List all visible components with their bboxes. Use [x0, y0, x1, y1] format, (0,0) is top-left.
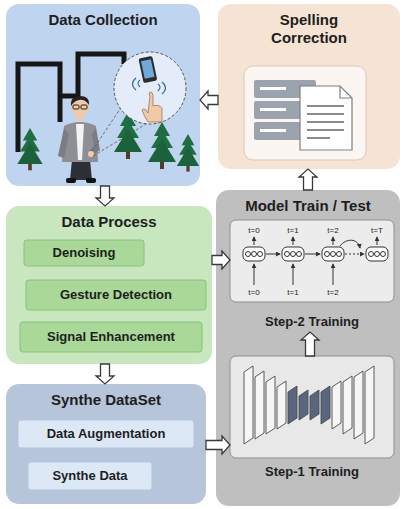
- panel-shape: [6, 384, 206, 504]
- stage-panel: Data Collection: [6, 4, 200, 186]
- time-step-label: t=1: [287, 288, 298, 297]
- cnn-layer: [365, 366, 374, 444]
- time-step-label: t=T: [371, 226, 383, 235]
- time-step-label: t=2: [327, 226, 338, 235]
- cnn-layer: [310, 390, 319, 420]
- cnn-layer: [266, 376, 275, 434]
- cnn-layer: [332, 381, 341, 429]
- rnn-illustration: [243, 237, 388, 285]
- step-label: Step-1 Training: [265, 464, 359, 482]
- panel-shape: [218, 4, 400, 169]
- training-step: Step-2 Training: [230, 220, 394, 332]
- panel-shape: [6, 206, 212, 364]
- training-step: Step-1 Training: [230, 356, 394, 482]
- time-step-label: t=1: [287, 226, 298, 235]
- panel-title: Data Collection: [6, 4, 200, 29]
- cnn-layer: [244, 366, 253, 444]
- panel-title: Spelling Correction: [249, 4, 369, 47]
- cnn-layer: [277, 381, 286, 429]
- flow-arrow: [212, 251, 230, 269]
- stage-panel: Synthe DataSetData AugmentationSynthe Da…: [6, 384, 206, 504]
- time-step-label: t=0: [248, 288, 259, 297]
- box-shape: [230, 220, 394, 302]
- panel-title: Synthe DataSet: [6, 384, 206, 409]
- box-shape: [24, 240, 144, 266]
- box-label: Signal Enhancement: [47, 329, 175, 345]
- flow-arrow: [299, 169, 317, 190]
- panel-title: Data Process: [6, 206, 212, 231]
- box-label: Denoising: [53, 245, 116, 261]
- flow-arrow: [96, 364, 114, 384]
- step-label: Step-2 Training: [265, 314, 359, 332]
- cnn-layer: [321, 386, 330, 424]
- cnn-layer: [288, 386, 297, 424]
- box-label: Data Augmentation: [47, 426, 166, 442]
- box-shape: [28, 462, 152, 490]
- stage-panel: Model Train / TestStep-2 TrainingStep-1 …: [216, 190, 400, 506]
- dataset-box: Synthe Data: [28, 462, 152, 490]
- box-shape: [18, 420, 194, 448]
- process-box: Gesture Detection: [26, 280, 206, 310]
- box-shape: [26, 280, 206, 310]
- box-label: Gesture Detection: [60, 287, 172, 303]
- dataset-box: Data Augmentation: [18, 420, 194, 448]
- panel-shape: [6, 4, 200, 186]
- box-label: Synthe Data: [52, 468, 127, 484]
- panel-title: Model Train / Test: [216, 190, 400, 215]
- box-shape: [230, 356, 394, 458]
- stage-panel: Spelling Correction: [218, 4, 400, 169]
- cnn-layer: [299, 390, 308, 420]
- flow-arrow: [301, 332, 319, 356]
- time-step-label: t=2: [327, 288, 338, 297]
- collection-scene: [17, 52, 199, 183]
- cnn-layer: [255, 371, 264, 439]
- box-shape: [20, 322, 202, 352]
- cnn-layer: [343, 376, 352, 434]
- cnn-illustration: [244, 366, 374, 444]
- process-box: Signal Enhancement: [20, 322, 202, 352]
- cnn-layer: [354, 371, 363, 439]
- stage-panel: Data ProcessDenoisingGesture DetectionSi…: [6, 206, 212, 364]
- process-box: Denoising: [24, 240, 144, 266]
- flow-arrow: [96, 186, 114, 206]
- time-step-label: t=0: [248, 226, 259, 235]
- panel-shape: [216, 190, 400, 506]
- flow-arrow: [200, 91, 218, 109]
- correction-icon: [244, 66, 366, 160]
- flow-arrow: [206, 436, 230, 454]
